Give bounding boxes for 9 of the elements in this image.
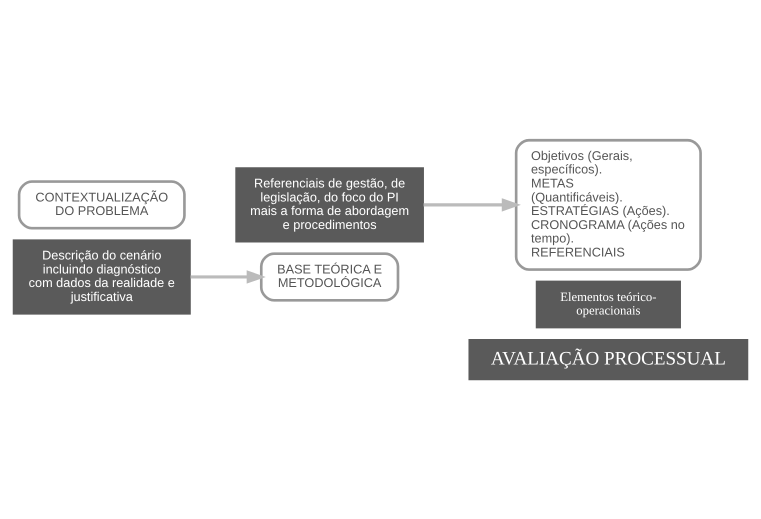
arrow [424, 198, 521, 212]
node-box: CONTEXTUALIZAÇÃO DO PROBLEMA [18, 180, 186, 230]
node-box: Objetivos (Gerais, específicos). METAS (Quantificáveis). ESTRATÉGIAS (Ações). CRONOGRAMA (Ações no tempo). REFERENCIAIS [514, 138, 702, 270]
node-box: Referenciais de gestão, de legislação, do foco do PI mais a forma de abordagem e procedimentos [235, 166, 424, 242]
node-box: Elementos teórico-operacionais [536, 280, 681, 328]
node-box: BASE TEÓRICA E METODOLÓGICA [260, 252, 400, 302]
arrow [190, 270, 266, 284]
node-box: AVALIAÇÃO PROCESSUAL [468, 338, 748, 380]
node-box: Descrição do cenário incluindo diagnóstico com dados da realidade e justificativa [12, 238, 191, 314]
